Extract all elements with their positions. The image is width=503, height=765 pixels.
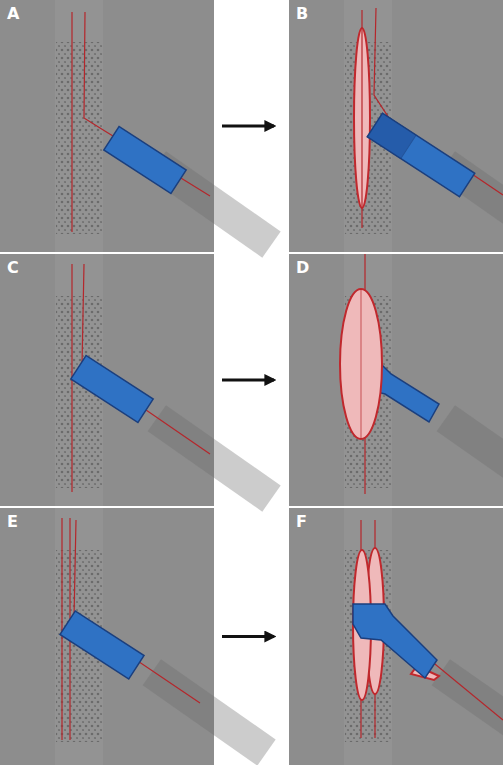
stent <box>345 550 391 742</box>
panel-label: C <box>7 259 19 277</box>
balloon <box>354 28 370 208</box>
balloon <box>353 550 371 700</box>
stent <box>345 296 391 488</box>
stent <box>56 42 102 234</box>
side-branch <box>148 405 281 512</box>
guide-wire <box>360 289 361 439</box>
vessel <box>344 254 392 506</box>
panel-art <box>344 0 503 258</box>
step-arrow <box>222 635 274 638</box>
guide-wire <box>82 264 210 454</box>
panel-art <box>340 254 503 512</box>
stent <box>56 550 102 742</box>
balloon-catheter <box>104 126 186 193</box>
image-panel: E <box>0 508 214 765</box>
image-panel: A <box>0 0 214 252</box>
vessel <box>344 508 392 765</box>
step-arrow <box>222 125 274 128</box>
stent <box>345 42 391 234</box>
image-panel: C <box>0 254 214 506</box>
image-panel: F <box>289 508 503 765</box>
side-branch <box>437 151 503 258</box>
guide-wire <box>360 520 361 738</box>
panel-label: F <box>296 513 307 531</box>
guide-wire <box>374 8 503 195</box>
panel-art <box>55 508 276 765</box>
balloon-catheter <box>60 611 144 679</box>
guide-wire <box>364 254 365 494</box>
balloon <box>340 289 382 439</box>
vessel <box>55 254 103 506</box>
panel-label: B <box>296 5 308 23</box>
vessel <box>55 508 103 765</box>
panel-label: A <box>7 5 19 23</box>
vessel <box>344 0 392 252</box>
balloon <box>366 548 384 694</box>
panel-art <box>55 254 281 512</box>
guide-wire <box>84 12 210 196</box>
guide-wire <box>71 12 72 232</box>
guide-wire <box>374 520 375 738</box>
image-panel: B <box>289 0 503 252</box>
stent <box>56 296 102 488</box>
guide-wire <box>71 264 72 492</box>
step-arrow <box>222 379 274 382</box>
side-branch <box>437 405 503 512</box>
panel-art <box>55 0 281 258</box>
guide-wire <box>74 520 200 703</box>
side-branch <box>432 659 503 765</box>
image-panel: D <box>289 254 503 506</box>
balloon-catheter <box>71 355 153 422</box>
side-branch <box>148 151 281 258</box>
balloon-catheter <box>367 113 475 196</box>
guide-wire <box>379 618 503 720</box>
guide-wire <box>61 518 62 740</box>
flared-stent <box>377 364 439 422</box>
catheter-body <box>367 113 475 196</box>
balloon-tail <box>411 666 439 680</box>
panel-label: E <box>7 513 18 531</box>
bent-stent <box>353 604 437 678</box>
panel-art <box>344 508 503 765</box>
catheter-overlap <box>367 113 416 158</box>
side-branch <box>143 659 276 765</box>
vessel <box>55 0 103 252</box>
guide-wire <box>69 518 70 740</box>
panel-label: D <box>296 259 309 277</box>
guide-wire <box>361 10 362 228</box>
